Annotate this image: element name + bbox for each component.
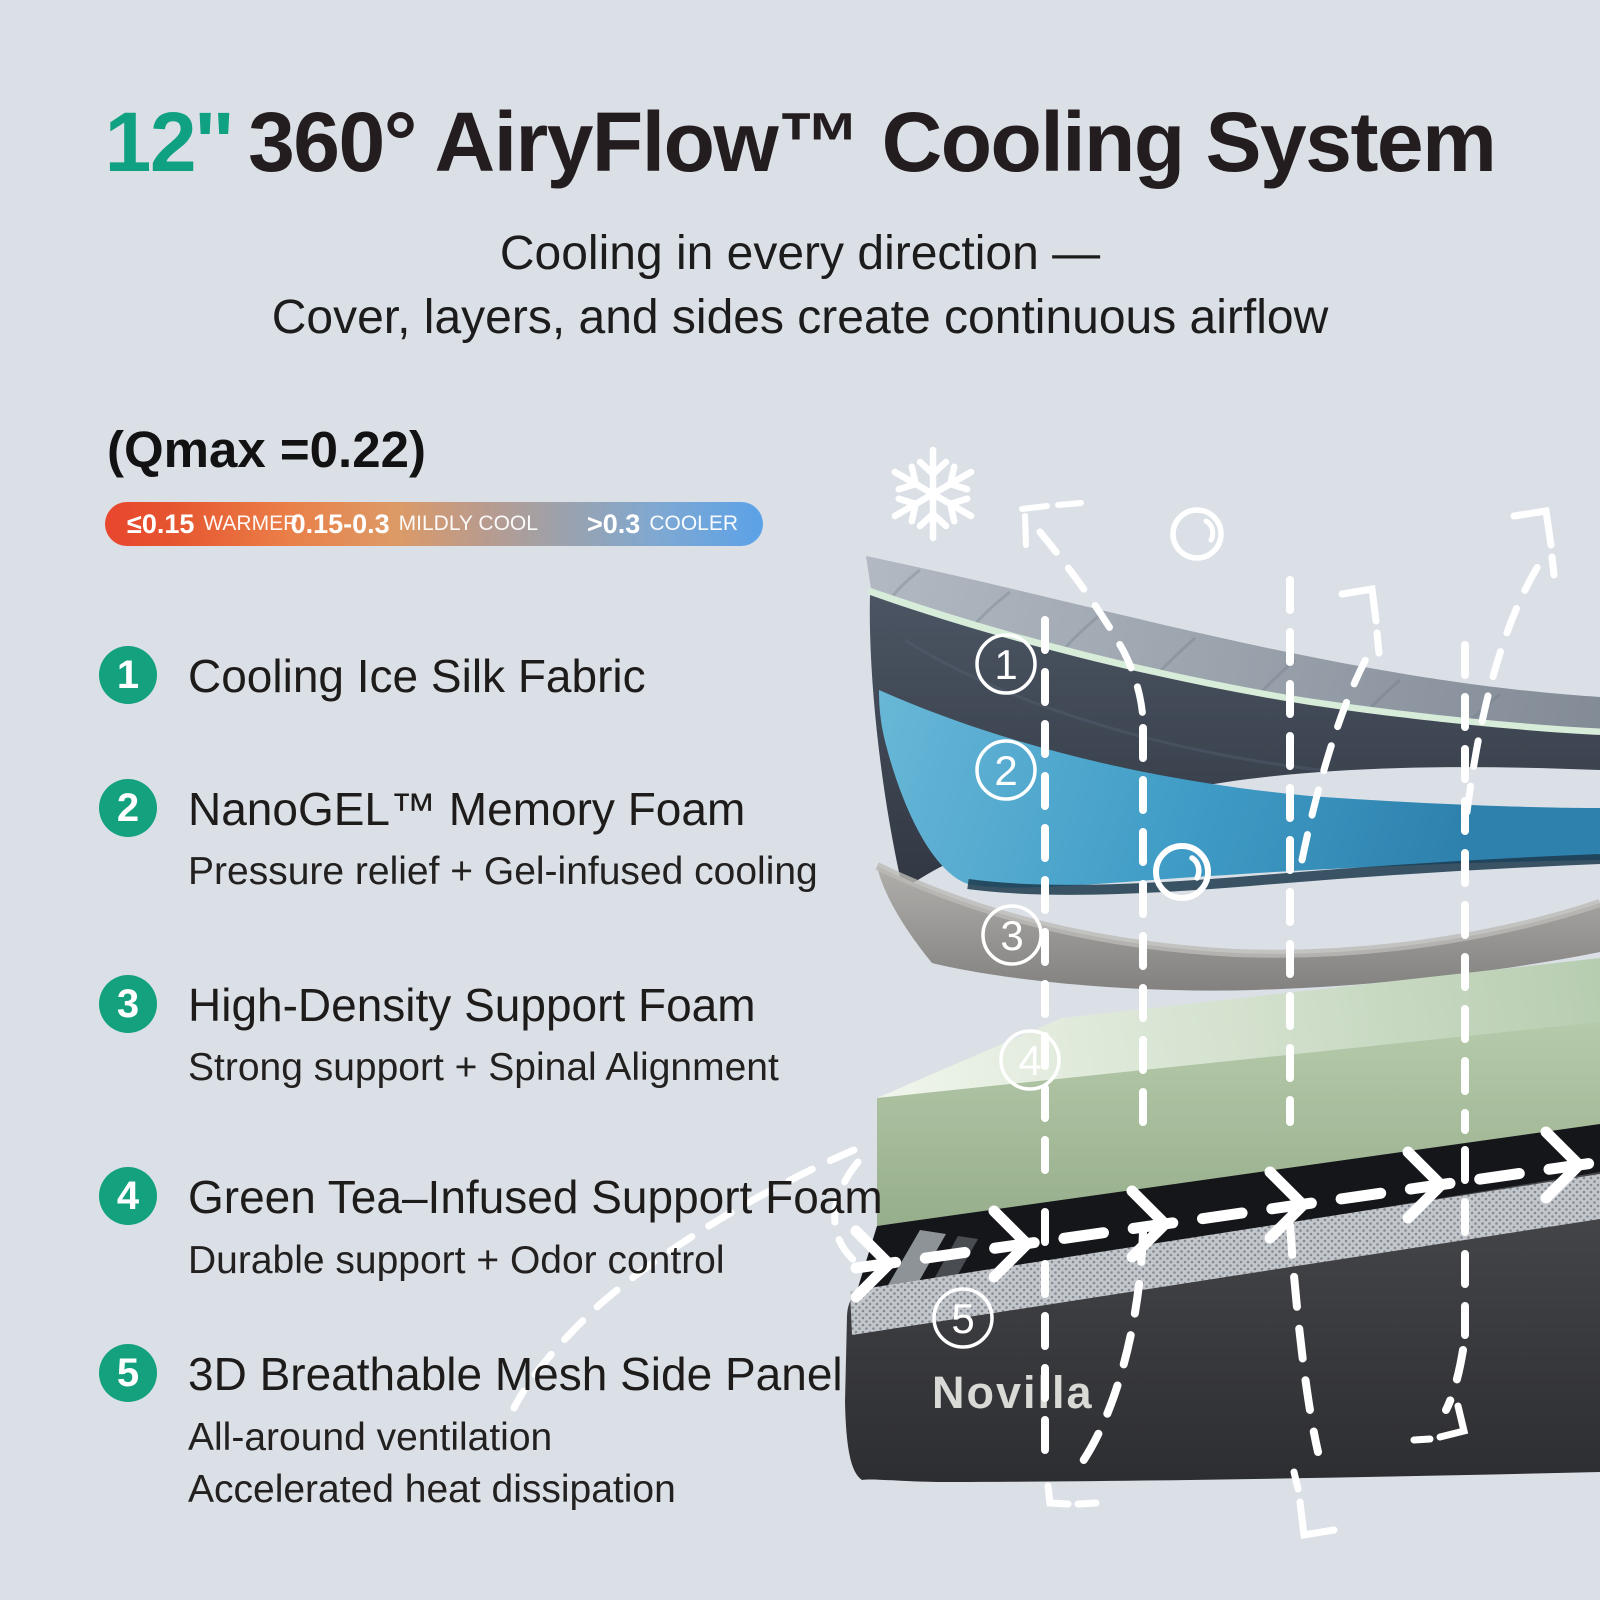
feature-2-title: NanoGEL™ Memory Foam — [188, 783, 746, 835]
layer-support-foam — [875, 862, 1600, 991]
title-inches: 12'' — [104, 95, 234, 189]
airflow-dashed-arrows — [510, 446, 1600, 1540]
scale-value: 0.15-0.3 — [290, 508, 390, 539]
feature-5-subtext-2: Accelerated heat dissipation — [188, 1468, 676, 1511]
subtitle-line-2: Cover, layers, and sides create continuo… — [271, 291, 1329, 344]
feature-5-marker: 5 — [99, 1344, 157, 1402]
snowflake-icon — [891, 446, 975, 542]
feature-4-subtext: Durable support + Odor control — [188, 1239, 725, 1282]
layer-marker-2: 2 — [994, 747, 1017, 794]
feature-1-title: Cooling Ice Silk Fabric — [188, 650, 646, 702]
airflow-corner-icon — [1019, 500, 1084, 548]
layer-marker-3: 3 — [1000, 912, 1023, 959]
scale-segment-mildly-cool: 0.15-0.3 MILDLY COOL — [291, 502, 538, 546]
scale-segment-warmer: ≤0.15 WARMER — [127, 502, 298, 546]
scale-label: COOLER — [649, 512, 738, 535]
scale-value: ≤0.15 — [127, 508, 195, 539]
feature-4-title: Green Tea–Infused Support Foam — [188, 1171, 883, 1223]
title-text: 360° AiryFlow™ Cooling System — [248, 95, 1497, 189]
layer-marker-5: 5 — [951, 1295, 974, 1342]
qmax-label: (Qmax =0.22) — [107, 421, 426, 478]
subtitle-line-1: Cooling in every direction — — [499, 227, 1101, 280]
feature-4-marker: 4 — [99, 1167, 157, 1225]
page-title: 12''360° AiryFlow™ Cooling System — [0, 94, 1600, 191]
feature-3-marker: 3 — [99, 975, 157, 1033]
layer-marker-numbers: 1 2 3 4 5 — [951, 641, 1041, 1342]
feature-3-title: High-Density Support Foam — [188, 979, 756, 1031]
arrow-chevrons — [850, 1126, 1587, 1303]
scale-label: WARMER — [203, 512, 299, 535]
brand-logo: Novilla — [932, 1367, 1094, 1418]
layer-marker-4: 4 — [1018, 1037, 1041, 1084]
feature-5-subtext-1: All-around ventilation — [188, 1416, 553, 1459]
scale-label: MILDLY COOL — [398, 512, 538, 535]
feature-2-marker: 2 — [99, 779, 157, 837]
qmax-scale-bar: ≤0.15 WARMER 0.15-0.3 MILDLY COOL >0.3 C… — [105, 502, 763, 546]
scale-segment-cooler: >0.3 COOLER — [587, 502, 738, 546]
feature-3-subtext: Strong support + Spinal Alignment — [188, 1046, 779, 1089]
page-subtitle: Cooling in every direction — Cover, laye… — [0, 222, 1600, 350]
feature-2-subtext: Pressure relief + Gel-infused cooling — [188, 850, 818, 893]
droplet-circle-icon — [1153, 507, 1224, 901]
scale-value: >0.3 — [587, 508, 641, 539]
layer-marker-1: 1 — [994, 641, 1017, 688]
layer-markers — [932, 633, 1061, 1349]
feature-5-title: 3D Breathable Mesh Side Panel — [188, 1348, 843, 1400]
base-corner-strap — [884, 1230, 946, 1297]
feature-1-marker: 1 — [99, 646, 157, 704]
